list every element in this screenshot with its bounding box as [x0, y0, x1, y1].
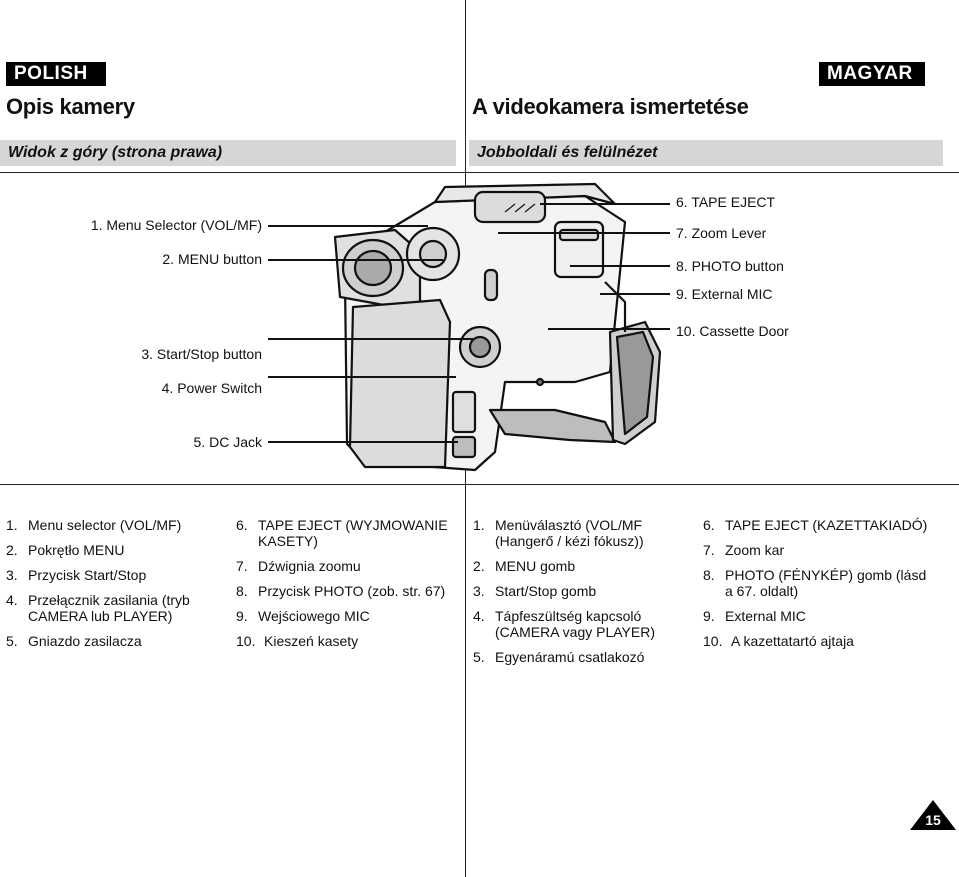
- camcorder-illustration: [333, 182, 662, 472]
- camcorder-figure-frame: [0, 172, 959, 485]
- parts-list-magyar-1: 1. Menüválasztó (VOL/MF (Hangerő / kézi f…: [473, 517, 695, 674]
- callout-start-stop: 3. Start/Stop button: [141, 346, 262, 362]
- list-item: 8. Przycisk PHOTO (zob. str. 67): [236, 583, 454, 599]
- callout-photo-button: 8. PHOTO button: [676, 258, 784, 274]
- list-item: 5. Gniazdo zasilacza: [6, 633, 224, 649]
- list-item-number: 5.: [6, 633, 18, 649]
- page-title-polish: Opis kamery: [6, 94, 135, 119]
- list-item: 2. Pokrętło MENU: [6, 542, 224, 558]
- list-item: 3. Start/Stop gomb: [473, 583, 695, 599]
- list-item-number: 6.: [703, 517, 715, 533]
- callout-line: [600, 293, 670, 295]
- subhead-magyar: Jobboldali és felülnézet: [469, 140, 943, 166]
- list-item-text: Zoom kar: [725, 542, 785, 558]
- callout-line: [268, 441, 458, 443]
- list-item-text: MENU gomb: [495, 558, 576, 574]
- list-item: 7. Zoom kar: [703, 542, 933, 558]
- callout-tape-eject: 6. TAPE EJECT: [676, 194, 776, 210]
- list-item-text: Dźwignia zoomu: [258, 558, 361, 574]
- list-item: 1. Menu selector (VOL/MF): [6, 517, 224, 533]
- callout-line: [268, 259, 443, 261]
- callout-power-switch: 4. Power Switch: [161, 380, 262, 396]
- page-title-magyar: A videokamera ismertetése: [472, 94, 749, 119]
- callout-line: [570, 265, 670, 267]
- callout-external-mic: 9. External MIC: [676, 286, 773, 302]
- subhead-polish: Widok z góry (strona prawa): [0, 140, 456, 166]
- page-number-badge: 15: [910, 800, 956, 830]
- list-item-text: Przycisk Start/Stop: [28, 567, 147, 583]
- list-item-number: 10.: [236, 633, 256, 649]
- parts-list-polish-2: 6. TAPE EJECT (WYJMOWANIE KASETY) 7. Dźwign…: [236, 517, 454, 658]
- list-item: 9. Wejściowego MIC: [236, 608, 454, 624]
- list-item: 4. Tápfeszültség kapcsoló (CAMERA vagy PL…: [473, 608, 695, 640]
- language-badge-magyar: MAGYAR: [819, 62, 925, 86]
- list-item-number: 7.: [703, 542, 715, 558]
- list-item: 9. External MIC: [703, 608, 933, 624]
- list-item-text: Gniazdo zasilacza: [28, 633, 142, 649]
- callout-line: [540, 203, 670, 205]
- list-item-text: A kazettatartó ajtaja: [731, 633, 854, 649]
- list-item-text: Pokrętło MENU: [28, 542, 125, 558]
- list-item-text: Przełącznik zasilania (tryb CAMERA lub P…: [28, 592, 190, 624]
- list-item: 7. Dźwignia zoomu: [236, 558, 454, 574]
- language-badge-polish: POLISH: [6, 62, 106, 86]
- list-item-text: External MIC: [725, 608, 806, 624]
- list-item: 5. Egyenáramú csatlakozó: [473, 649, 695, 665]
- list-item: 1. Menüválasztó (VOL/MF (Hangerő / kézi f…: [473, 517, 695, 549]
- list-item-number: 10.: [703, 633, 723, 649]
- callout-menu-button: 2. MENU button: [162, 251, 262, 267]
- callout-line: [548, 328, 670, 330]
- list-item-number: 8.: [236, 583, 248, 599]
- list-item: 6. TAPE EJECT (WYJMOWANIE KASETY): [236, 517, 454, 549]
- list-item-number: 2.: [6, 542, 18, 558]
- callout-line: [498, 232, 670, 234]
- list-item-text: TAPE EJECT (KAZETTAKIADÓ): [725, 517, 928, 533]
- list-item-text: Menu selector (VOL/MF): [28, 517, 182, 533]
- list-item: 6. TAPE EJECT (KAZETTAKIADÓ): [703, 517, 933, 533]
- list-item-number: 3.: [6, 567, 18, 583]
- callout-line: [268, 225, 428, 227]
- list-item-text: PHOTO (FÉNYKÉP) gomb (lásd a 67. oldalt): [725, 567, 927, 599]
- list-item-number: 9.: [703, 608, 715, 624]
- list-item-text: TAPE EJECT (WYJMOWANIE KASETY): [258, 517, 448, 549]
- list-item-number: 4.: [473, 608, 485, 624]
- list-item-number: 5.: [473, 649, 485, 665]
- list-item: 3. Przycisk Start/Stop: [6, 567, 224, 583]
- list-item-number: 3.: [473, 583, 485, 599]
- list-item-text: Menüválasztó (VOL/MF (Hangerő / kézi fók…: [495, 517, 644, 549]
- callout-menu-selector: 1. Menu Selector (VOL/MF): [90, 217, 262, 233]
- list-item-text: Przycisk PHOTO (zob. str. 67): [258, 583, 446, 599]
- callout-line: [268, 376, 456, 378]
- page-number: 15: [925, 812, 941, 828]
- callout-dc-jack: 5. DC Jack: [193, 434, 262, 450]
- callout-cassette-door: 10. Cassette Door: [676, 323, 789, 339]
- list-item-number: 7.: [236, 558, 248, 574]
- list-item-number: 6.: [236, 517, 248, 533]
- page-number-triangle: [910, 800, 956, 830]
- parts-list-magyar-2: 6. TAPE EJECT (KAZETTAKIADÓ) 7. Zoom kar 8. P…: [703, 517, 933, 658]
- callout-line: [268, 338, 473, 340]
- list-item: 8. PHOTO (FÉNYKÉP) gomb (lásd a 67. oldal…: [703, 567, 933, 599]
- list-item-text: Start/Stop gomb: [495, 583, 597, 599]
- list-item-number: 4.: [6, 592, 18, 608]
- list-item-text: Kieszeń kasety: [264, 633, 359, 649]
- list-item-number: 1.: [6, 517, 18, 533]
- list-item: 4. Przełącznik zasilania (tryb CAMERA lub…: [6, 592, 224, 624]
- list-item-text: Tápfeszültség kapcsoló (CAMERA vagy PLAY…: [495, 608, 656, 640]
- list-item: 2. MENU gomb: [473, 558, 695, 574]
- list-item-text: Wejściowego MIC: [258, 608, 370, 624]
- list-item-text: Egyenáramú csatlakozó: [495, 649, 645, 665]
- list-item: 10. Kieszeń kasety: [236, 633, 454, 649]
- list-item-number: 2.: [473, 558, 485, 574]
- callout-zoom-lever: 7. Zoom Lever: [676, 225, 767, 241]
- list-item: 10. A kazettatartó ajtaja: [703, 633, 933, 649]
- parts-list-polish-1: 1. Menu selector (VOL/MF) 2. Pokrętło MENU 3…: [6, 517, 224, 658]
- list-item-number: 8.: [703, 567, 715, 583]
- list-item-number: 1.: [473, 517, 485, 533]
- list-item-number: 9.: [236, 608, 248, 624]
